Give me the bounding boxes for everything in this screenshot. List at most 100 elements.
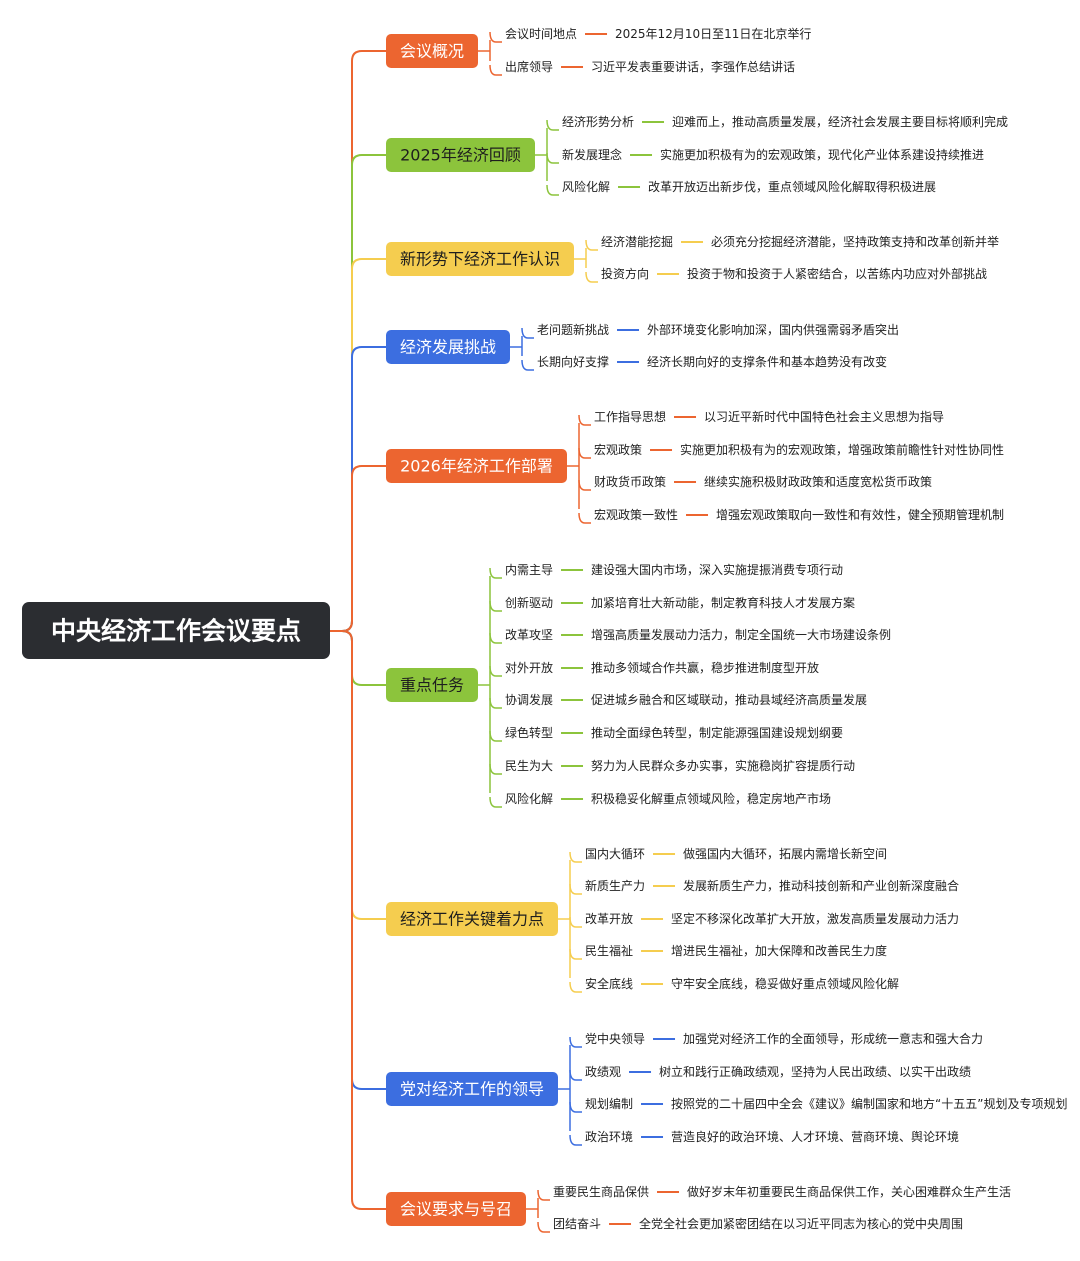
leaf-item[interactable]: 工作指导思想以习近平新时代中国特色社会主义思想为指导 bbox=[594, 409, 944, 424]
leaf-connector bbox=[489, 632, 502, 644]
leaf-connector bbox=[578, 512, 591, 524]
leaf-label: 宏观政策 bbox=[594, 442, 642, 457]
leaf-label: 绿色转型 bbox=[505, 725, 553, 740]
branch-node[interactable]: 经济工作关键着力点 bbox=[386, 902, 558, 936]
branch-node[interactable]: 2025年经济回顾 bbox=[386, 138, 535, 172]
branch-connector bbox=[330, 258, 386, 632]
leaf-label: 民生为大 bbox=[505, 759, 553, 773]
branch-node[interactable]: 会议要求与号召 bbox=[386, 1192, 526, 1226]
leaf-item[interactable]: 安全底线守牢安全底线，稳妥做好重点领域风险化解 bbox=[585, 976, 899, 991]
leaf-detail: 习近平发表重要讲话，李强作总结讲话 bbox=[591, 59, 795, 74]
leaf-connector bbox=[569, 1069, 582, 1081]
branch-node[interactable]: 2026年经济工作部署 bbox=[386, 449, 567, 483]
leaf-item[interactable]: 老问题新挑战外部环境变化影响加深，国内供强需弱矛盾突出 bbox=[537, 322, 899, 337]
leaf-label: 改革攻坚 bbox=[505, 628, 553, 642]
leaf-item[interactable]: 长期向好支撑经济长期向好的支撑条件和基本趋势没有改变 bbox=[537, 354, 887, 369]
leaf-item[interactable]: 绿色转型推动全面绿色转型，制定能源强国建设规划纲要 bbox=[505, 725, 843, 740]
leaf-item[interactable]: 国内大循环做强国内大循环，拓展内需增长新空间 bbox=[585, 846, 887, 861]
leaf-detail: 推动多领域合作共赢，稳步推进制度型开放 bbox=[591, 660, 819, 675]
leaf-item[interactable]: 创新驱动 加紧培育壮大新动能，制定教育科技人才发展方案 bbox=[505, 595, 855, 610]
leaf-item[interactable]: 重要民生商品保供做好岁末年初重要民生商品保供工作，关心困难群众生产生活 bbox=[553, 1184, 1011, 1199]
leaf-connector bbox=[585, 271, 598, 283]
leaf-item[interactable]: 财政货币政策继续实施积极财政政策和适度宽松货币政策 bbox=[594, 474, 932, 489]
leaf-connector bbox=[569, 1036, 582, 1048]
branch-connector bbox=[330, 630, 386, 1210]
leaf-item[interactable]: 出席领导习近平发表重要讲话，李强作总结讲话 bbox=[505, 59, 795, 74]
branch-node[interactable]: 新形势下经济工作认识 bbox=[386, 242, 574, 276]
leaf-connector bbox=[546, 119, 559, 131]
leaf-item[interactable]: 改革开放坚定不移深化改革扩大开放，激发高质量发展动力活力 bbox=[585, 911, 959, 926]
leaf-connector bbox=[537, 1221, 550, 1233]
leaf-item[interactable]: 团结奋斗 全党全社会更加紧密团结在以习近平同志为核心的党中央周围 bbox=[553, 1216, 963, 1231]
leaf-detail: 继续实施积极财政政策和适度宽松货币政策 bbox=[704, 474, 932, 489]
branch-label: 经济发展挑战 bbox=[400, 338, 496, 357]
leaf-item[interactable]: 新发展理念实施更加积极有为的宏观政策，现代化产业体系建设持续推进 bbox=[562, 147, 984, 162]
leaf-item[interactable]: 风险化解 积极稳妥化解重点领域风险，稳定房地产市场 bbox=[505, 791, 831, 806]
leaf-label: 风险化解 bbox=[505, 791, 553, 806]
leaf-detail: 增强高质量发展动力活力，制定全国统一大市场建设条例 bbox=[591, 627, 891, 642]
leaf-item[interactable]: 宏观政策实施更加积极有为的宏观政策，增强政策前瞻性针对性协同性 bbox=[594, 442, 1004, 457]
leaf-label: 经济潜能挖掘 bbox=[601, 234, 673, 249]
leaf-item[interactable]: 民生为大努力为人民群众多办实事，实施稳岗扩容提质行动 bbox=[505, 758, 855, 773]
branch-node[interactable]: 会议概况 bbox=[386, 34, 478, 68]
leaf-label: 新质生产力 bbox=[585, 878, 645, 893]
leaf-label: 经济形势分析 bbox=[562, 114, 634, 129]
branch-box bbox=[386, 449, 567, 483]
branch-connector bbox=[330, 630, 386, 686]
branch-label: 重点任务 bbox=[400, 676, 464, 695]
leaf-item[interactable]: 改革攻坚 增强高质量发展动力活力，制定全国统一大市场建设条例 bbox=[505, 627, 891, 642]
leaf-item[interactable]: 政治环境营造良好的政治环境、人才环境、营商环境、舆论环境 bbox=[585, 1129, 959, 1144]
branch-box bbox=[386, 330, 510, 364]
branch-node[interactable]: 重点任务 bbox=[386, 668, 478, 702]
leaf-detail: 2025年12月10日至11日在北京举行 bbox=[615, 27, 811, 41]
branch-connector bbox=[330, 50, 386, 632]
leaf-detail: 守牢安全底线，稳妥做好重点领域风险化解 bbox=[671, 976, 899, 991]
leaf-detail: 全党全社会更加紧密团结在以习近平同志为核心的党中央周围 bbox=[639, 1216, 963, 1231]
branch-box bbox=[386, 1072, 558, 1106]
leaf-detail: 积极稳妥化解重点领域风险，稳定房地产市场 bbox=[591, 791, 831, 806]
leaf-detail: 做强国内大循环，拓展内需增长新空间 bbox=[683, 846, 887, 861]
leaf-connector bbox=[489, 567, 502, 579]
root-node[interactable]: 中央经济工作会议要点 bbox=[22, 602, 330, 659]
leaf-item[interactable]: 风险化解改革开放迈出新步伐，重点领域风险化解取得积极进展 bbox=[562, 179, 936, 194]
leaf-item[interactable]: 经济形势分析 迎难而上，推动高质量发展，经济社会发展主要目标将顺利完成 bbox=[562, 114, 1008, 129]
branch-connector bbox=[330, 154, 386, 632]
leaf-label: 投资方向 bbox=[601, 266, 649, 281]
branch-node[interactable]: 党对经济工作的领导 bbox=[386, 1072, 558, 1106]
leaf-item[interactable]: 规划编制按照党的二十届四中全会《建议》编制国家和地方“十五五”规划及专项规划 bbox=[585, 1096, 1067, 1111]
leaf-item[interactable]: 协调发展 促进城乡融合和区域联动，推动县域经济高质量发展 bbox=[505, 692, 867, 707]
leaf-label: 创新驱动 bbox=[505, 595, 553, 610]
root-title: 中央经济工作会议要点 bbox=[51, 617, 301, 646]
leaf-detail: 必须充分挖掘经济潜能，坚持政策支持和改革创新并举 bbox=[711, 234, 999, 249]
leaf-connector bbox=[546, 152, 559, 164]
leaf-item[interactable]: 对外开放推动多领域合作共赢，稳步推进制度型开放 bbox=[505, 660, 819, 675]
leaf-item[interactable]: 新质生产力发展新质生产力，推动科技创新和产业创新深度融合 bbox=[585, 878, 959, 893]
leaf-detail: 加紧培育壮大新动能，制定教育科技人才发展方案 bbox=[591, 595, 855, 610]
leaf-detail: 迎难而上，推动高质量发展，经济社会发展主要目标将顺利完成 bbox=[672, 114, 1008, 129]
leaf-item[interactable]: 党中央领导加强党对经济工作的全面领导，形成统一意志和强大合力 bbox=[585, 1031, 983, 1046]
leaf-label: 内需主导 bbox=[505, 563, 553, 577]
branch-box bbox=[386, 1192, 526, 1226]
leaf-connector bbox=[537, 1189, 550, 1201]
leaf-item[interactable]: 政绩观树立和践行正确政绩观，坚持为人民出政绩、以实干出政绩 bbox=[585, 1064, 971, 1079]
branch-box bbox=[386, 242, 574, 276]
leaf-detail: 促进城乡融合和区域联动，推动县域经济高质量发展 bbox=[591, 692, 867, 707]
leaf-connector bbox=[489, 31, 502, 43]
branch-node[interactable]: 经济发展挑战 bbox=[386, 330, 510, 364]
branch-box bbox=[386, 34, 478, 68]
leaf-detail: 改革开放迈出新步伐，重点领域风险化解取得积极进展 bbox=[648, 179, 936, 194]
leaf-item[interactable]: 宏观政策一致性增强宏观政策取向一致性和有效性，健全预期管理机制 bbox=[594, 507, 1004, 522]
branch-connector bbox=[330, 465, 386, 632]
leaf-label: 团结奋斗 bbox=[553, 1217, 601, 1231]
leaf-item[interactable]: 民生福祉增进民生福祉，加大保障和改善民生力度 bbox=[585, 943, 887, 958]
leaf-label: 协调发展 bbox=[505, 692, 553, 707]
leaf-label: 新发展理念 bbox=[562, 147, 622, 162]
leaf-connector bbox=[585, 239, 598, 251]
leaf-connector bbox=[569, 851, 582, 863]
leaf-item[interactable]: 经济潜能挖掘 必须充分挖掘经济潜能，坚持政策支持和改革创新并举 bbox=[601, 234, 999, 249]
leaf-item[interactable]: 内需主导建设强大国内市场，深入实施提振消费专项行动 bbox=[505, 562, 843, 577]
leaf-connector bbox=[521, 359, 534, 371]
leaf-item[interactable]: 投资方向投资于物和投资于人紧密结合，以苦练内功应对外部挑战 bbox=[601, 266, 987, 281]
